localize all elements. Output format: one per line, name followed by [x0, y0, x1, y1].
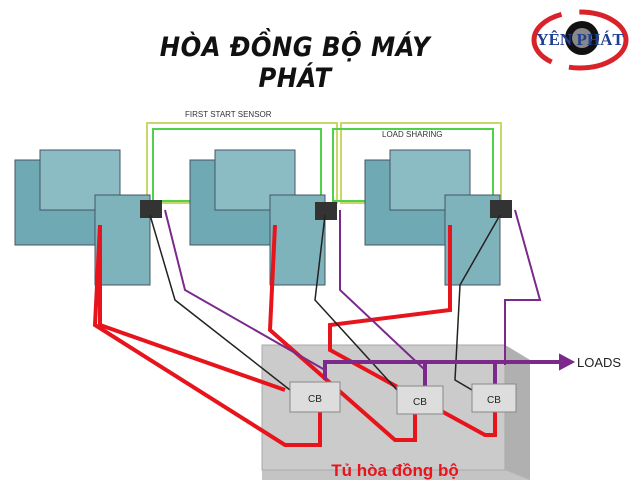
- circuit-breaker-3[interactable]: CB: [471, 383, 517, 413]
- generator-3[interactable]: [364, 149, 512, 286]
- page-title: HÒA ĐỒNG BỘ MÁY PHÁT: [159, 32, 431, 94]
- generator-2[interactable]: [189, 149, 337, 286]
- circuit-breaker-2[interactable]: CB: [396, 385, 444, 415]
- load-sharing-label: LOAD SHARING: [382, 130, 442, 139]
- cb-label: CB: [308, 394, 322, 405]
- generator-1[interactable]: [14, 149, 162, 286]
- loads-label: LOADS: [577, 355, 621, 370]
- control-cables-purple: [164, 209, 576, 386]
- circuit-breaker-1[interactable]: CB: [289, 381, 341, 413]
- yen-phat-logo: YÊN PHÁT: [531, 9, 629, 71]
- cb-label: CB: [487, 395, 501, 406]
- power-cables: [92, 224, 497, 447]
- logo-text: YÊN PHÁT: [536, 30, 624, 49]
- panel-label: Tủ hòa đồng bộ: [331, 461, 458, 480]
- cb-label: CB: [413, 397, 427, 408]
- first-start-sensor-label: FIRST START SENSOR: [185, 110, 272, 119]
